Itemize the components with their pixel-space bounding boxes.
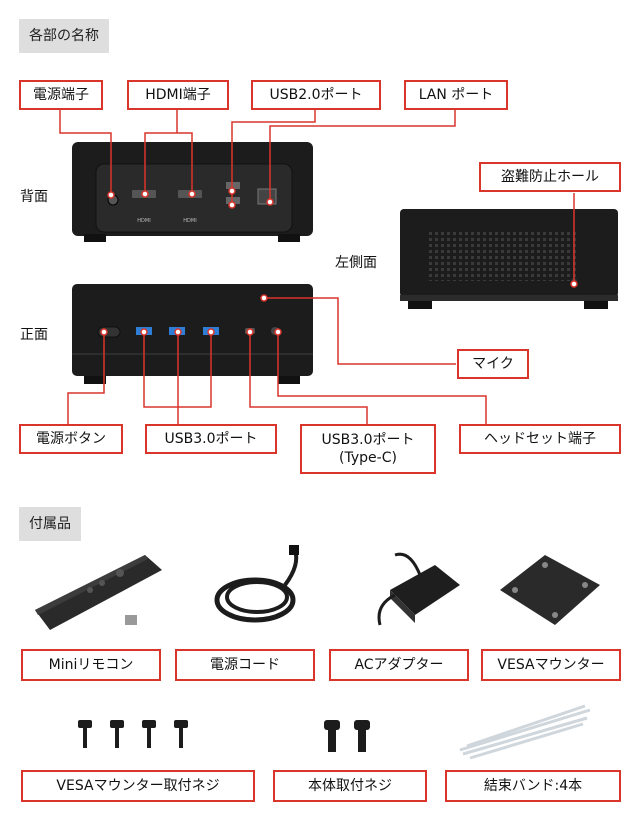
callout-usbc-port: USB3.0ポート (Type-C) xyxy=(300,424,436,474)
callout-security-hole: 盗難防止ホール xyxy=(479,162,621,192)
body-screws-illustration xyxy=(324,720,370,752)
accessory-label-power-cord: 電源コード xyxy=(175,649,315,681)
callout-usbc-line2: (Type-C) xyxy=(339,450,397,466)
callout-usb2-port: USB2.0ポート xyxy=(251,80,381,110)
callout-power-port: 電源端子 xyxy=(19,80,103,110)
vesa-mount-illustration xyxy=(500,555,600,625)
accessory-label-body-screws: 本体取付ネジ xyxy=(273,770,427,802)
accessory-label-vesa-mount: VESAマウンター xyxy=(481,649,621,681)
view-label-left: 左側面 xyxy=(335,255,377,271)
power-cord-illustration xyxy=(214,545,299,623)
vesa-screws-illustration xyxy=(78,720,188,748)
callout-hdmi-port: HDMI端子 xyxy=(127,80,229,110)
accessory-label-remote: Miniリモコン xyxy=(21,649,161,681)
hdmi-marking-1: HDMI xyxy=(137,218,150,224)
left-view-device xyxy=(400,209,618,309)
callout-lan-port: LAN ポート xyxy=(404,80,508,110)
ac-adapter-illustration xyxy=(377,552,460,626)
section-parts-title: 各部の名称 xyxy=(19,19,109,53)
callout-usbc-line1: USB3.0ポート xyxy=(321,431,415,448)
view-label-back: 背面 xyxy=(20,189,48,205)
callout-microphone: マイク xyxy=(457,349,529,379)
callout-power-button: 電源ボタン xyxy=(19,424,123,454)
accessory-label-ac-adapter: ACアダプター xyxy=(329,649,469,681)
accessory-label-cable-ties: 結束バンド:4本 xyxy=(445,770,621,802)
cable-ties-illustration xyxy=(459,704,591,760)
callout-usb3-port: USB3.0ポート xyxy=(145,424,277,454)
callout-headset-jack: ヘッドセット端子 xyxy=(459,424,621,454)
remote-illustration xyxy=(35,555,162,630)
hdmi-marking-2: HDMI xyxy=(183,218,196,224)
accessory-label-vesa-screws: VESAマウンター取付ネジ xyxy=(21,770,255,802)
section-accessories-title: 付属品 xyxy=(19,507,81,541)
view-label-front: 正面 xyxy=(20,327,48,343)
